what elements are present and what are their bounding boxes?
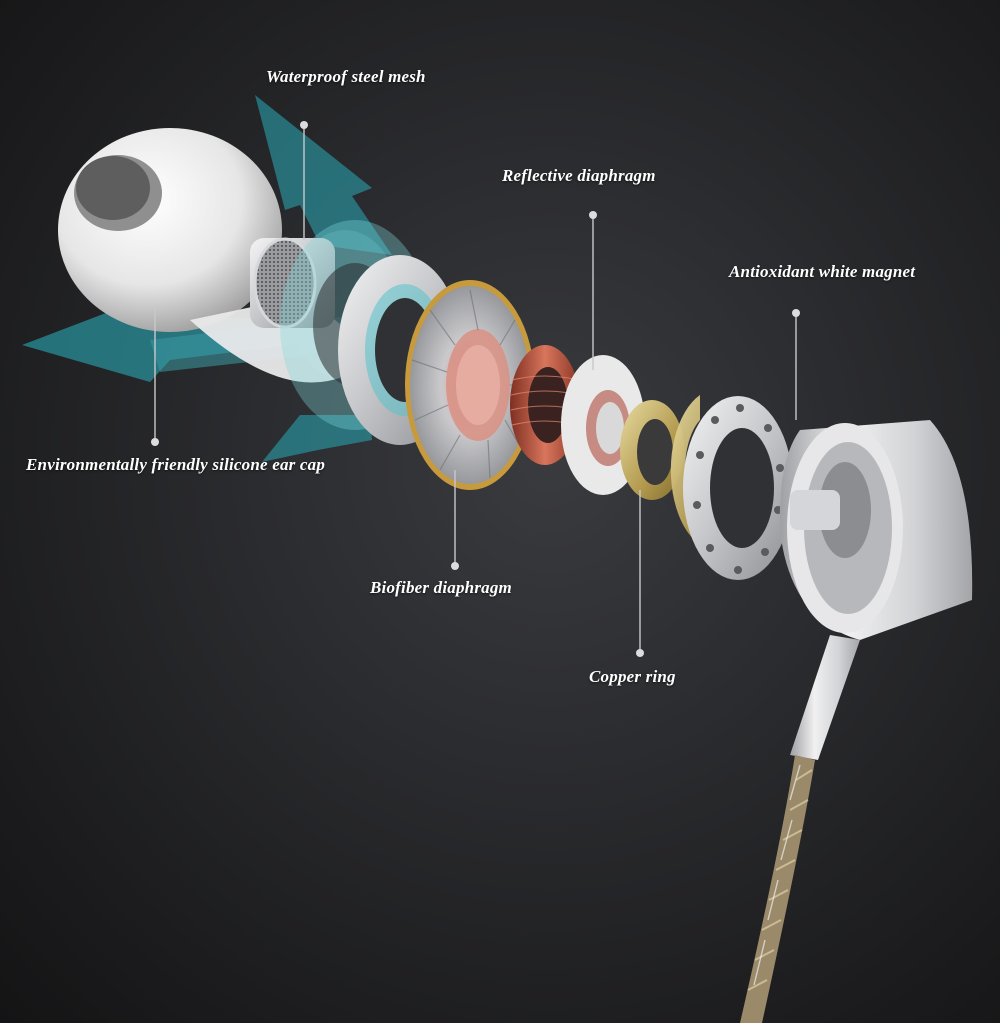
gold-copper-ring: [620, 400, 684, 500]
label-waterproof-steel-mesh: Waterproof steel mesh: [266, 67, 426, 86]
label-antioxidant-white-magnet: Antioxidant white magnet: [729, 262, 916, 281]
label-copper-ring: Copper ring: [589, 667, 676, 686]
earphone-cable: [740, 635, 860, 1023]
earphone-housing: [779, 420, 973, 640]
steel-mesh-nozzle: [250, 237, 335, 329]
biofiber-diaphragm: [405, 280, 535, 490]
copper-voice-coil: [510, 345, 580, 465]
label-silicone-ear-cap: Environmentally friendly silicone ear ca…: [26, 455, 326, 474]
callout-leader-dots: [151, 121, 800, 657]
label-biofiber-diaphragm: Biofiber diaphragm: [370, 578, 512, 597]
perforated-silver-plate: [683, 396, 793, 580]
label-reflective-diaphragm: Reflective diaphragm: [502, 166, 656, 185]
callout-leader-lines: [154, 125, 797, 651]
